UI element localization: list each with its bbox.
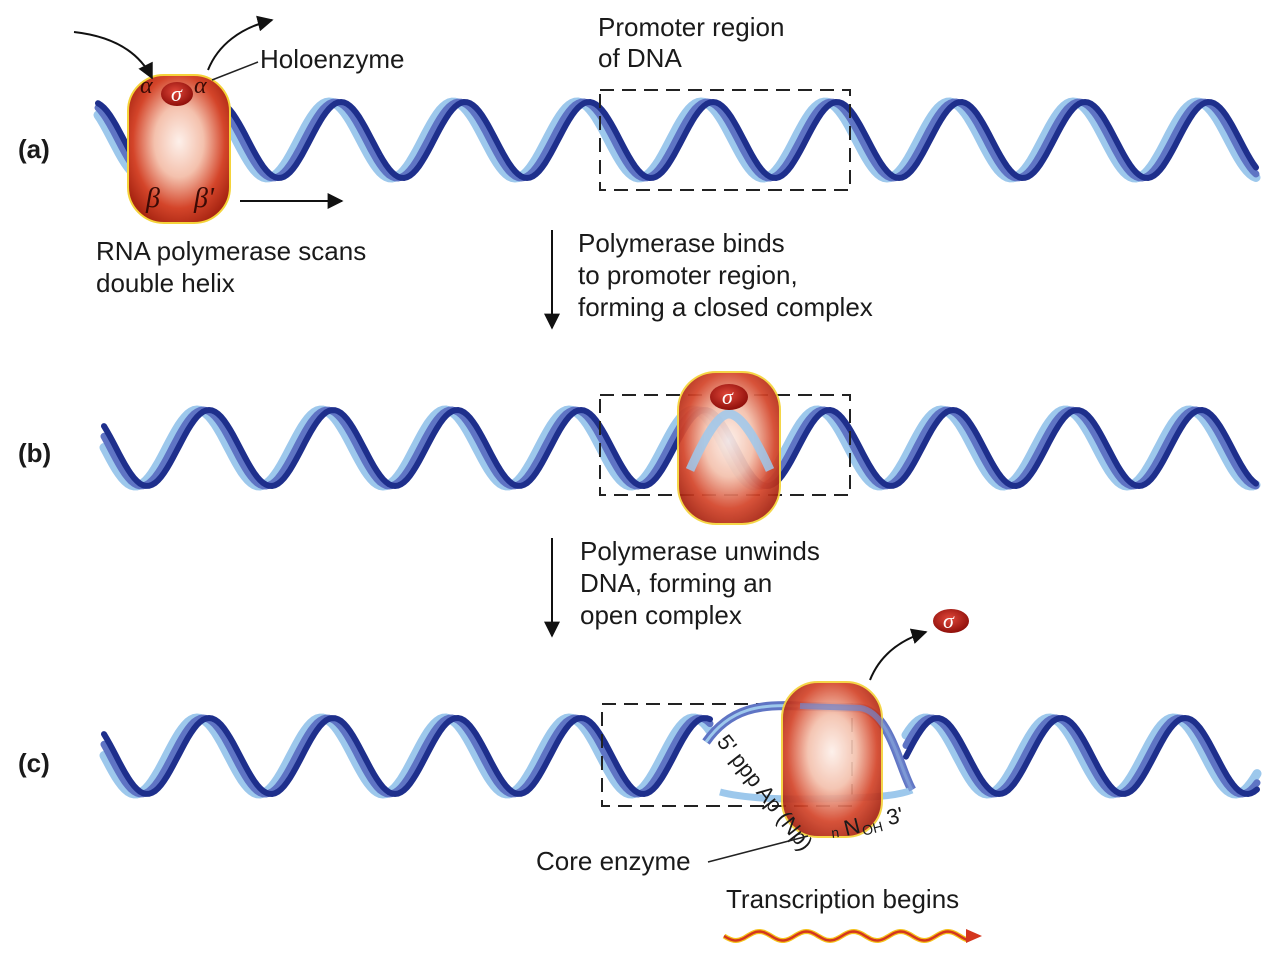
sigma-symbol-c: σ — [943, 608, 955, 633]
core-enzyme — [781, 681, 883, 838]
sigma-symbol-a: σ — [171, 81, 183, 106]
dna-strand-light — [901, 713, 1262, 799]
dna-strand-mid — [902, 714, 1261, 798]
step-2: Polymerase unwinds DNA, forming an open … — [544, 536, 820, 638]
beta-subunit: β — [145, 183, 160, 214]
sigma-subunit-a — [161, 82, 193, 106]
incoming-arrow — [73, 31, 153, 80]
core-enzyme-leader-line — [707, 835, 809, 863]
sigma-subunit-b — [710, 384, 748, 410]
holoenzyme-body — [127, 74, 231, 224]
dna-double-helix-c-right — [901, 713, 1262, 799]
polymerase-body-b — [677, 371, 781, 525]
panel-c-label: (c) — [18, 748, 50, 778]
nascent-rna-wave — [722, 928, 982, 944]
rna-text-n: N — [841, 813, 862, 841]
rna-text-3prime-group: N OH 3' — [841, 802, 906, 841]
rna-wave-line — [723, 930, 969, 942]
holoenzyme-leader-line — [211, 61, 259, 81]
caption-a-line2: double helix — [96, 268, 235, 298]
promoter-region-box-a — [599, 89, 851, 191]
dna-strand-dark — [95, 98, 1259, 182]
holoenzyme-label: Holoenzyme — [260, 44, 405, 74]
step-1: Polymerase binds to promoter region, for… — [544, 228, 873, 330]
sigma-release-arrow — [869, 628, 928, 681]
rna-sub-oh: OH — [860, 818, 884, 839]
beta-prime-subunit: β' — [193, 183, 215, 214]
outgoing-arrow — [207, 15, 274, 71]
promoter-label-line2: of DNA — [598, 43, 682, 73]
step-2-line2: DNA, forming an — [580, 568, 772, 598]
step-1-line1: Polymerase binds — [578, 228, 785, 258]
core-enzyme-label: Core enzyme — [536, 846, 691, 876]
template-strand-over-enzyme — [799, 703, 915, 792]
dna-double-helix-a — [93, 97, 1261, 183]
rna-wave-arrowhead — [966, 929, 982, 943]
dna-strand-dark — [101, 714, 713, 798]
promoter-label-line1: Promoter region — [598, 12, 784, 42]
sigma-symbol-b: σ — [722, 384, 734, 409]
dna-double-helix-c-left — [99, 713, 715, 799]
panel-c: (c) σ 5' ppp Ap (Np) n N OH 3' Core enzy… — [18, 608, 1262, 944]
rna-sub-n: n — [830, 824, 840, 841]
panel-b-label: (b) — [18, 438, 51, 468]
transcription-begins-label: Transcription begins — [726, 884, 959, 914]
step-1-line3: forming a closed complex — [578, 292, 873, 322]
released-sigma-subunit — [933, 609, 969, 633]
alpha-left: α — [140, 73, 153, 99]
panel-a-label: (a) — [18, 134, 50, 164]
dna-strand-dark — [903, 714, 1260, 798]
step-2-line3: open complex — [580, 600, 742, 630]
step-1-line2: to promoter region, — [578, 260, 798, 290]
caption-a-line1: RNA polymerase scans — [96, 236, 366, 266]
closed-complex-polymerase: σ — [677, 371, 781, 525]
core-enzyme-body — [781, 681, 883, 838]
alpha-right: α — [194, 73, 207, 99]
holoenzyme: σ α α β β' — [127, 73, 231, 224]
step-2-line1: Polymerase unwinds — [580, 536, 820, 566]
dna-strand-mid — [94, 98, 1260, 182]
dna-strand-light — [93, 97, 1261, 183]
panel-a: (a) σ α α β β' Holoenzyme Promoter regio… — [18, 12, 1261, 298]
rna-text-3prime: 3' — [884, 802, 906, 830]
dna-through-polymerase-b — [685, 409, 775, 472]
panel-b: (b) σ — [18, 371, 1261, 525]
